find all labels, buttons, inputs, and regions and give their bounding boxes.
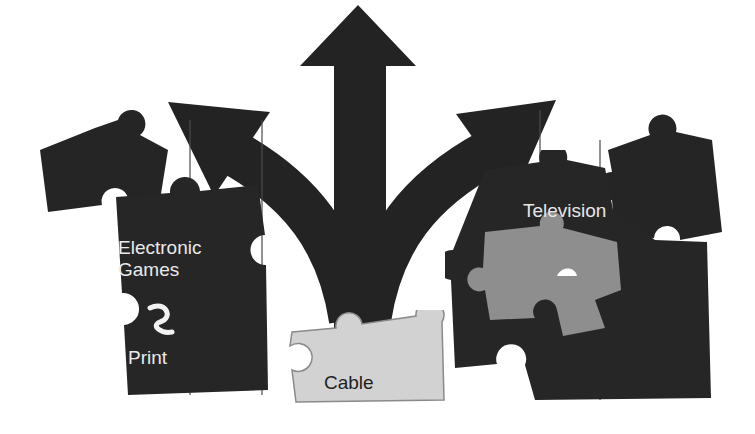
squiggle-symbol	[150, 306, 172, 332]
puzzle-piece-outline	[445, 150, 713, 405]
puzzle-piece-shape	[116, 177, 268, 395]
puzzle-piece-node: Television	[445, 150, 713, 405]
puzzle-piece-shape	[467, 212, 621, 336]
node-label: Cable	[324, 372, 414, 394]
puzzle-piece-node: Electronic GamesPrint	[108, 175, 273, 400]
puzzle-piece-shape	[290, 310, 444, 402]
node-label: Electronic Games	[118, 237, 230, 281]
puzzle-piece-shape	[445, 150, 711, 400]
puzzle-piece-shape	[557, 269, 577, 277]
node-label: Television	[523, 200, 663, 222]
node-label: Print	[128, 347, 208, 369]
puzzle-piece-node: Cable	[286, 310, 450, 406]
